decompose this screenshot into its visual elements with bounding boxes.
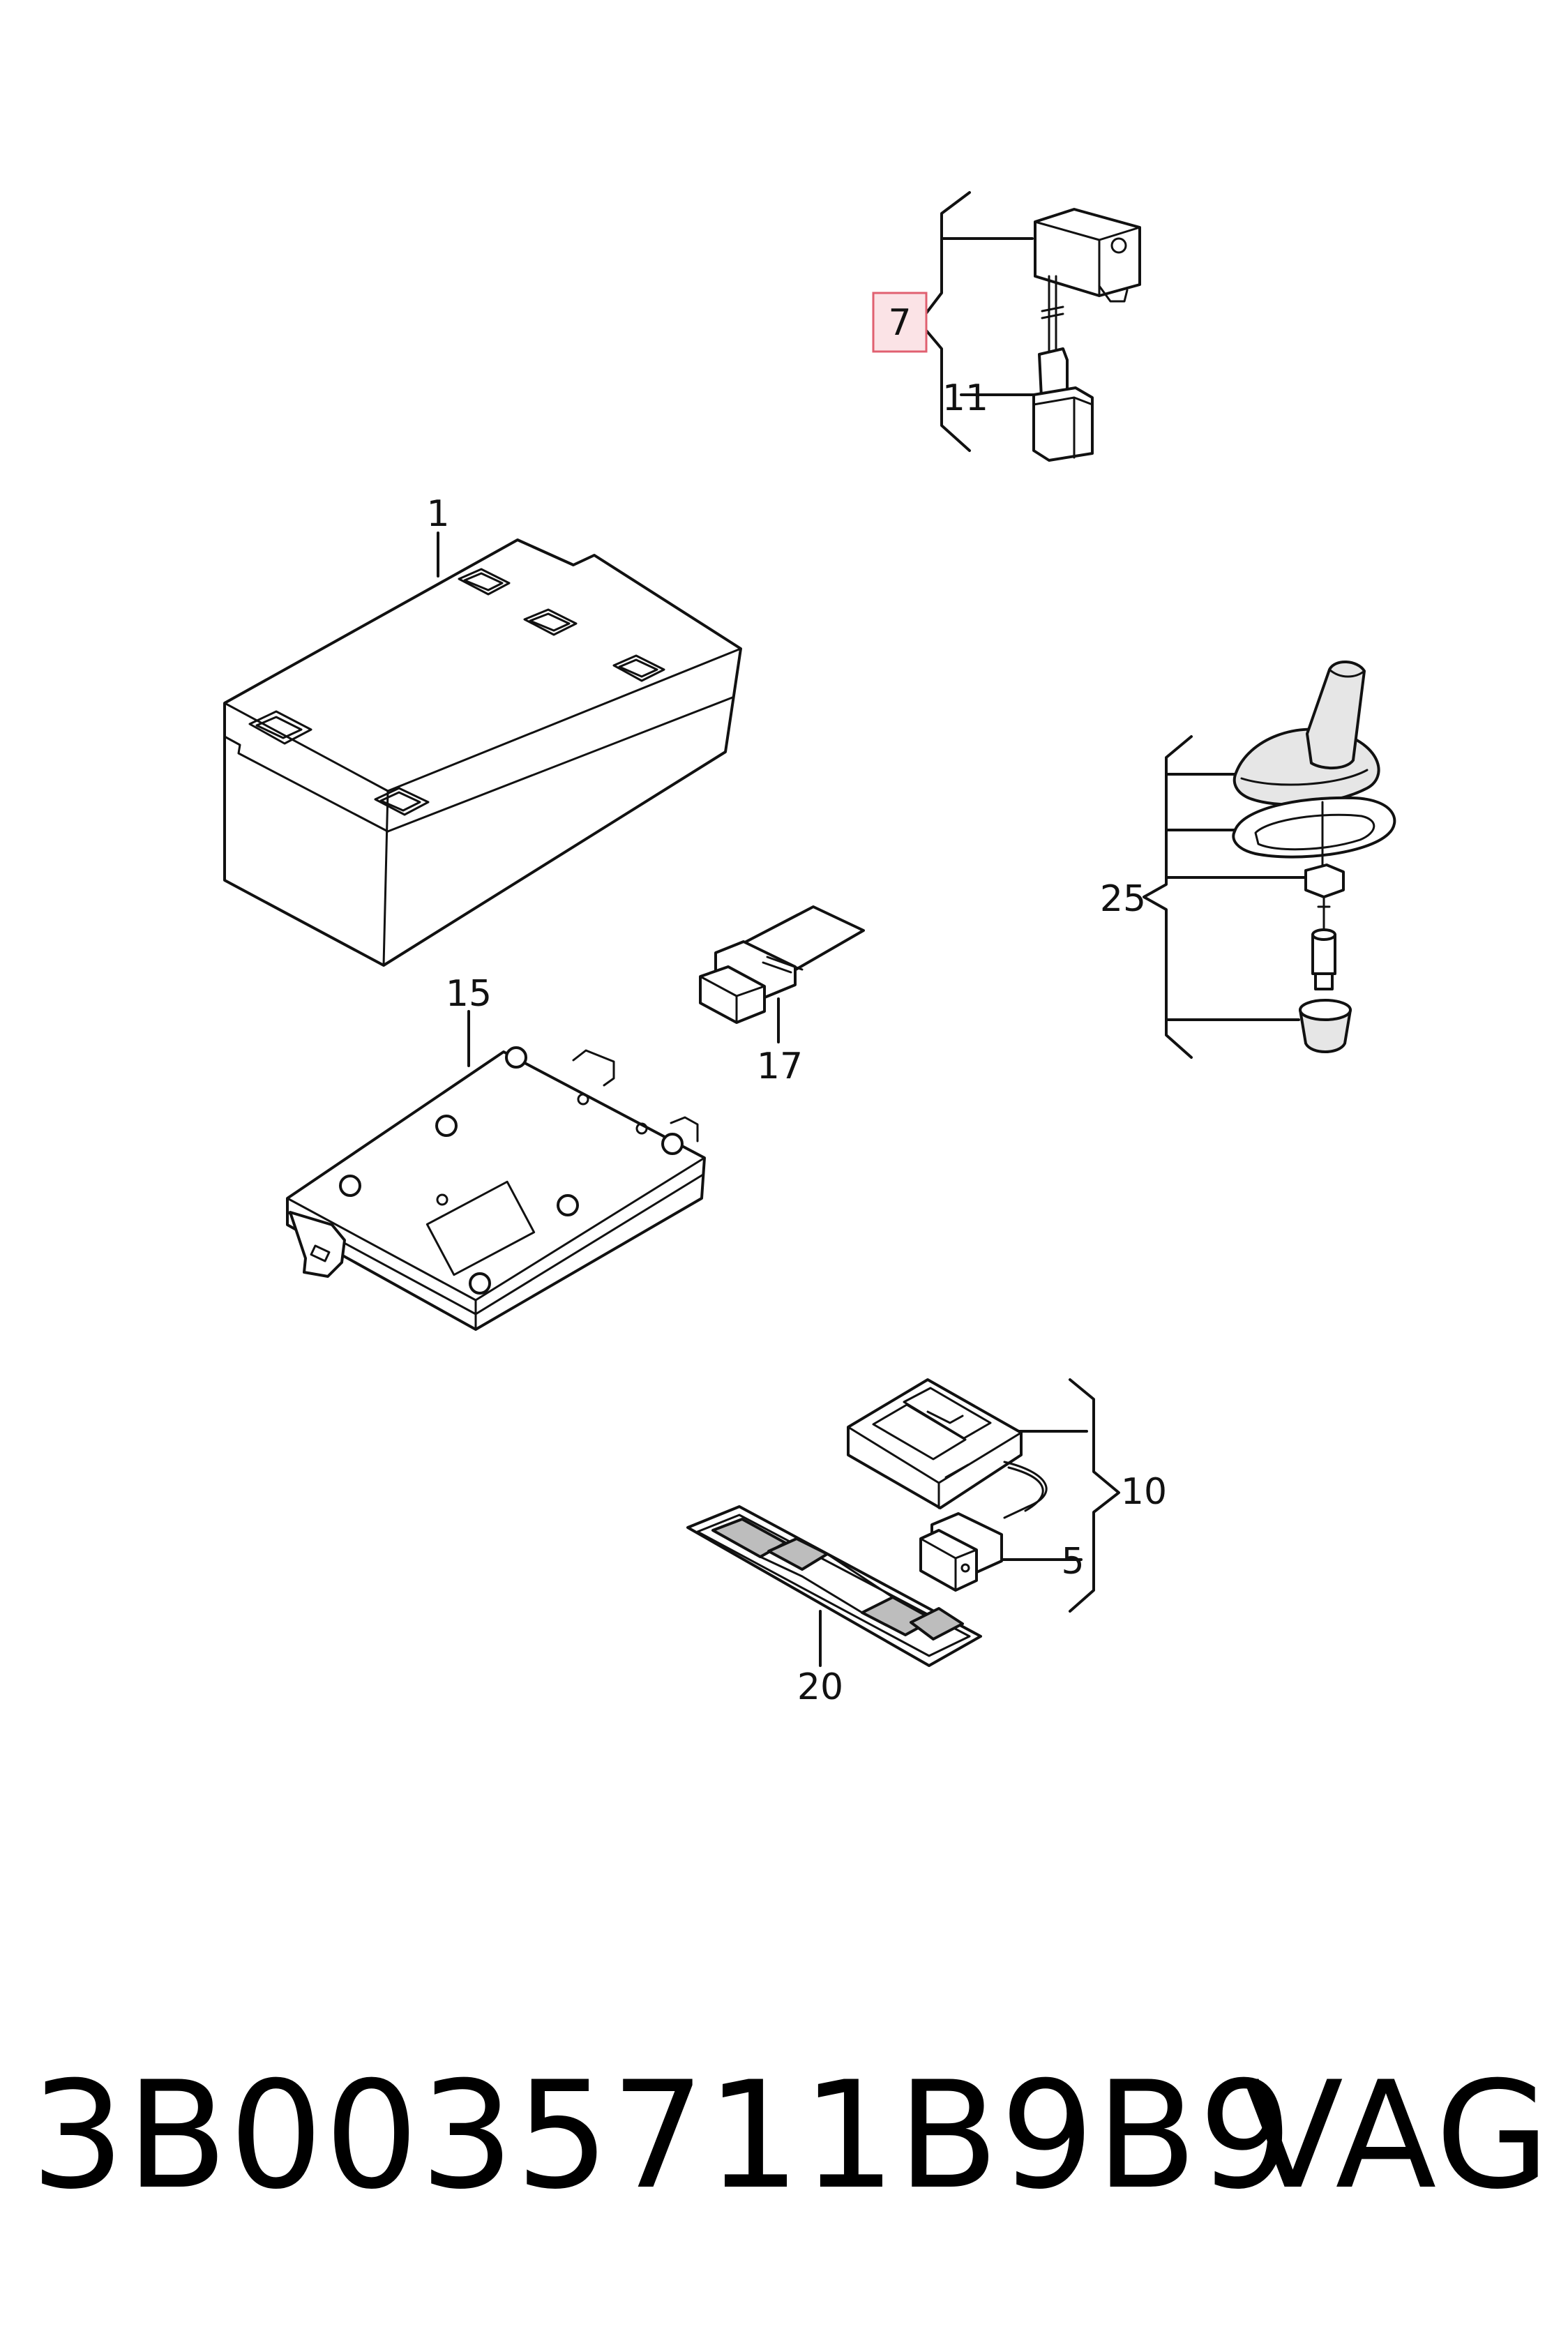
part-number: 3B0035711B9B9 (31, 2049, 1295, 2222)
part-15-module (286, 1010, 706, 1331)
callout-15: 15 (446, 973, 492, 1015)
part-17-connector (699, 905, 865, 1043)
callout-20: 20 (797, 1666, 843, 1708)
callout-1: 1 (426, 493, 449, 535)
brand-label: VAG (1242, 2049, 1551, 2222)
part-10-phone-tray (847, 1378, 1120, 1613)
part-25-antenna (1143, 660, 1396, 1059)
part-1-control-unit (223, 531, 742, 967)
callout-25: 25 (1100, 878, 1146, 920)
callout-5: 5 (1061, 1541, 1084, 1583)
callout-7-highlight (872, 292, 928, 353)
part-number-footer: 3B0035711B9B9 VAG (31, 2049, 1551, 2222)
callout-10: 10 (1121, 1471, 1167, 1513)
callout-7: 7 (888, 302, 911, 344)
part-20-foil-pad (686, 1505, 982, 1667)
callout-17: 17 (757, 1046, 803, 1087)
part-7-cable-assembly (918, 191, 1141, 462)
callout-11: 11 (942, 377, 988, 419)
